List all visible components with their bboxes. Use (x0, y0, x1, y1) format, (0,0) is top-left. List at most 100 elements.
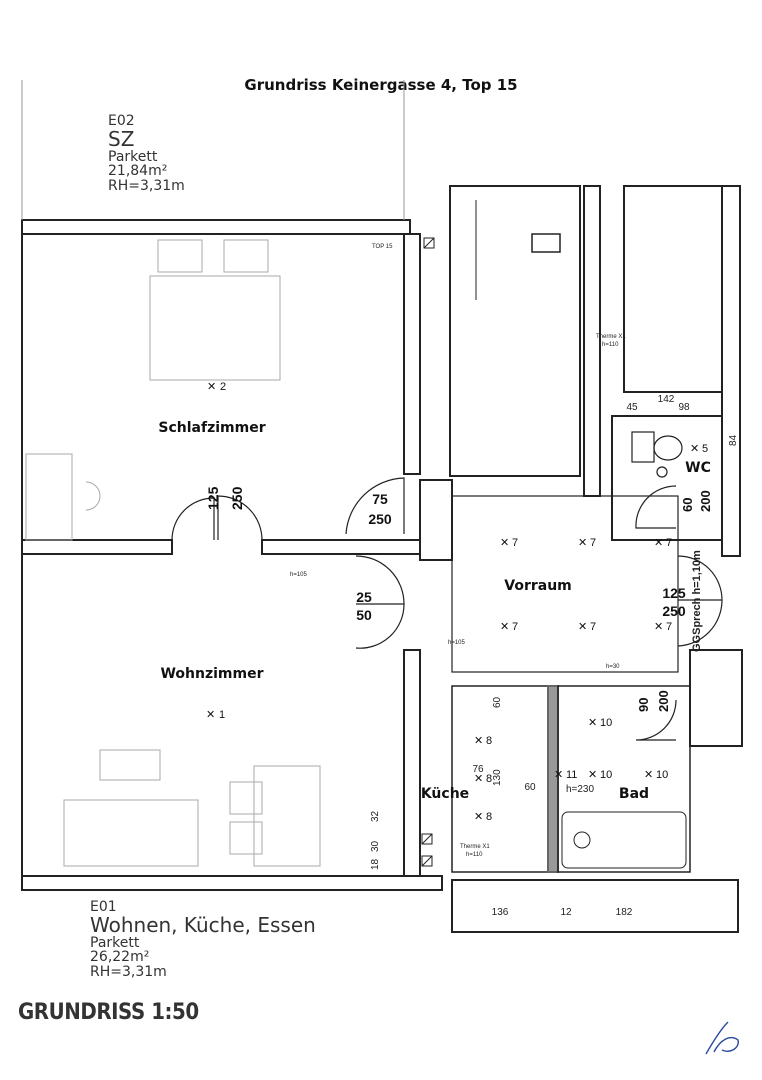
wall-sz-wz-left (21, 539, 173, 555)
marker-7c: 7 (666, 537, 672, 549)
room-name: SZ (108, 126, 135, 151)
svg-text:✕: ✕ (554, 769, 563, 781)
marker-7a: 7 (512, 537, 518, 549)
bathtub (561, 811, 687, 869)
dim-door-wz-h: 50 (356, 607, 372, 623)
dim-k30: 30 (370, 840, 381, 852)
living-furniture (63, 749, 321, 867)
dim-door-vr-w: 75 (372, 491, 388, 507)
dim-bad-door-h: 200 (656, 690, 671, 712)
svg-text:✕: ✕ (474, 735, 483, 747)
therme-top-h: h=110 (602, 342, 619, 348)
bottom-block (451, 879, 739, 933)
marker-11: 11 (566, 769, 577, 781)
wall-bedroom-right (403, 233, 421, 475)
wc-fixture (631, 431, 683, 478)
room-area: 21,84m² (108, 163, 168, 180)
signature-mark (705, 1021, 739, 1055)
room-info-bedroom: E02 SZ Parkett 21,84m² RH=3,31m (108, 114, 185, 194)
dim-door-sz-w: 125 (205, 486, 221, 510)
marker-5: 5 (702, 443, 708, 455)
dim-door-sz-h: 250 (229, 486, 245, 510)
marker-10a: 10 (600, 717, 612, 729)
dim-wc-b: 98 (678, 402, 690, 413)
wall-right-upper (721, 185, 741, 557)
dim-k76: 76 (472, 764, 484, 775)
dim-k18: 18 (370, 858, 381, 870)
dim-wc-door-w: 60 (680, 498, 695, 512)
dim-k60b: 60 (524, 782, 536, 793)
label-kueche: Küche (421, 786, 469, 802)
wall-sz-wz-right (261, 539, 421, 555)
marker-7f: 7 (666, 621, 672, 633)
plan-title: Grundriss Keinergasse 4, Top 15 (244, 76, 518, 94)
marker-8b: 8 (486, 773, 492, 785)
dim-door-wz-w: 25 (356, 589, 372, 605)
marker-7e: 7 (590, 621, 596, 633)
wall-corridor-left (419, 479, 453, 561)
dim-bottom-c: 182 (616, 907, 633, 918)
outlet-h105b: h=105 (448, 640, 466, 646)
dim-k130: 130 (492, 769, 503, 786)
room-area: 26,22m² (90, 949, 150, 966)
room-height: RH=3,31m (90, 964, 167, 981)
wall-right-lower (689, 649, 743, 747)
dim-bottom-a: 136 (492, 907, 509, 918)
room-name: Wohnen, Küche, Essen (90, 912, 316, 937)
dim-wc-total: 142 (658, 394, 675, 405)
dim-wc-side: 84 (728, 434, 739, 446)
outlet-h105: h=105 (290, 572, 308, 578)
therme-bottom: Therme X1 (460, 844, 490, 850)
wall-living-right (403, 649, 421, 877)
svg-text:✕: ✕ (588, 717, 597, 729)
svg-text:✕: ✕ (578, 537, 587, 549)
vorraum-walls (451, 495, 679, 673)
dim-bad-door-w: 90 (636, 698, 651, 712)
upper-right-block (623, 185, 741, 393)
svg-text:✕: ✕ (207, 381, 216, 393)
dim-wc-door-h: 200 (698, 490, 713, 512)
label-schlafzimmer: Schlafzimmer (158, 420, 265, 436)
svg-text:✕: ✕ (578, 621, 587, 633)
square-symbols (421, 237, 435, 867)
svg-text:✕: ✕ (654, 621, 663, 633)
marker-8c: 8 (486, 811, 492, 823)
shaft-block (449, 185, 581, 477)
svg-text:✕: ✕ (588, 769, 597, 781)
room-height: RH=3,31m (108, 178, 185, 195)
room-floor: Parkett (108, 148, 158, 165)
dim-entry-h: 250 (662, 603, 686, 619)
svg-text:✕: ✕ (474, 811, 483, 823)
outlet-h30: h=30 (606, 664, 620, 670)
doors (171, 477, 723, 741)
svg-text:✕: ✕ (474, 773, 483, 785)
svg-text:✕: ✕ (206, 709, 215, 721)
label-vorraum: Vorraum (504, 578, 572, 594)
room-code: E02 (108, 113, 135, 129)
svg-text:✕: ✕ (644, 769, 653, 781)
marker-8a: 8 (486, 735, 492, 747)
svg-text:✕: ✕ (654, 537, 663, 549)
wall-bedroom-top (21, 219, 411, 235)
dim-k-h230: h=230 (566, 784, 595, 795)
annotations: Therme X1 h=110 Therme X1 h=110 GGSprech… (290, 244, 703, 858)
walls (21, 80, 743, 933)
svg-text:✕: ✕ (500, 621, 509, 633)
svg-text:✕: ✕ (500, 537, 509, 549)
light-markers: ✕2 ✕1 ✕7 ✕7 ✕7 ✕7 ✕7 ✕7 ✕5 ✕8 ✕8 ✕8 ✕10 … (206, 381, 708, 823)
dim-wc-a: 45 (626, 402, 638, 413)
label-wc: WC (685, 460, 711, 476)
marker-10b: 10 (600, 769, 612, 781)
therme-top: Therme X1 (596, 334, 626, 340)
room-code: E01 (90, 899, 117, 915)
wc-walls (611, 415, 723, 541)
label-bad: Bad (619, 786, 649, 802)
bedroom-furniture (25, 239, 281, 541)
marker-7d: 7 (512, 621, 518, 633)
svg-text:✕: ✕ (690, 443, 699, 455)
dim-k60: 60 (492, 696, 503, 708)
marker-2: 2 (220, 381, 226, 393)
marker-7b: 7 (590, 537, 596, 549)
scale-label: GRUNDRISS 1:50 (18, 1000, 199, 1025)
